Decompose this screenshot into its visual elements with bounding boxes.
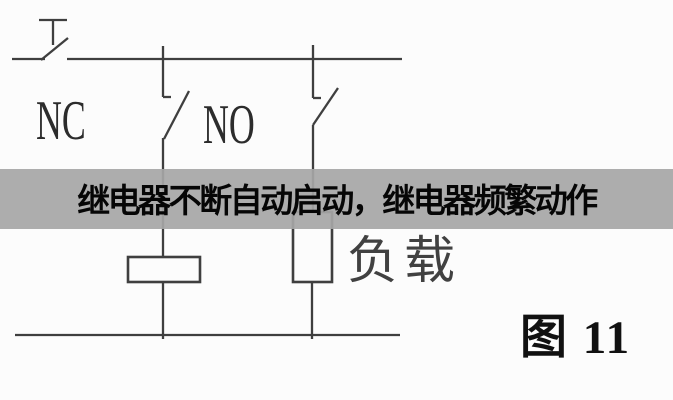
nc-pushbutton-symbol	[39, 18, 69, 61]
load-branch	[291, 125, 334, 339]
relay-coil-symbol	[126, 255, 202, 284]
circuit-lines	[12, 18, 402, 339]
nc-contact-label: NC	[36, 90, 86, 152]
no-contact-symbol-left	[161, 46, 191, 140]
no-contact-label: NO	[203, 94, 255, 156]
banner-title-text: 继电器不断自动启动，继电器频繁动作	[77, 182, 598, 219]
load-label: 负载	[347, 234, 462, 290]
figure-caption: 图 11	[520, 312, 632, 364]
no-contact-symbol-right	[311, 45, 339, 126]
title-banner: 继电器不断自动启动，继电器频繁动作	[0, 169, 673, 229]
